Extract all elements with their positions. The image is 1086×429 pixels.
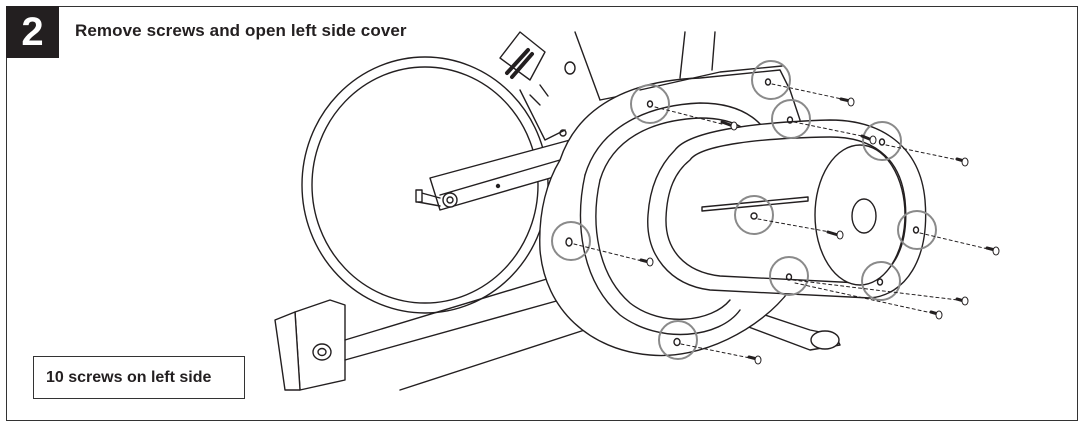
screw-marker (771, 99, 811, 139)
base-frame (274, 274, 841, 391)
belt-guard (647, 119, 927, 299)
screw (826, 230, 844, 240)
screw-marker (861, 261, 901, 301)
screw (929, 310, 943, 320)
frame-upright (499, 31, 716, 141)
screw-holes (565, 78, 920, 347)
leader-lines (573, 83, 989, 359)
screw-marker (862, 121, 902, 161)
screw-count-note-text: 10 screws on left side (46, 368, 212, 386)
screw (639, 257, 654, 267)
step-title: Remove screws and open left side cover (75, 21, 407, 40)
screw-marker (630, 84, 670, 124)
screw (860, 134, 877, 145)
screw-marker (897, 210, 937, 250)
screw-marker (551, 221, 591, 261)
step-number-badge: 2 (6, 6, 59, 58)
screw-marker (769, 256, 809, 296)
screw (985, 246, 1000, 256)
screw (720, 120, 738, 131)
screw-marker (734, 195, 774, 235)
screw (955, 296, 969, 306)
screw (839, 97, 855, 107)
screws (639, 97, 1000, 365)
screw-markers (551, 60, 937, 360)
screw (747, 355, 762, 365)
screw-marker (658, 320, 698, 360)
screw-marker (751, 60, 791, 100)
screw-count-note: 10 screws on left side (33, 356, 245, 399)
screw (955, 157, 969, 167)
